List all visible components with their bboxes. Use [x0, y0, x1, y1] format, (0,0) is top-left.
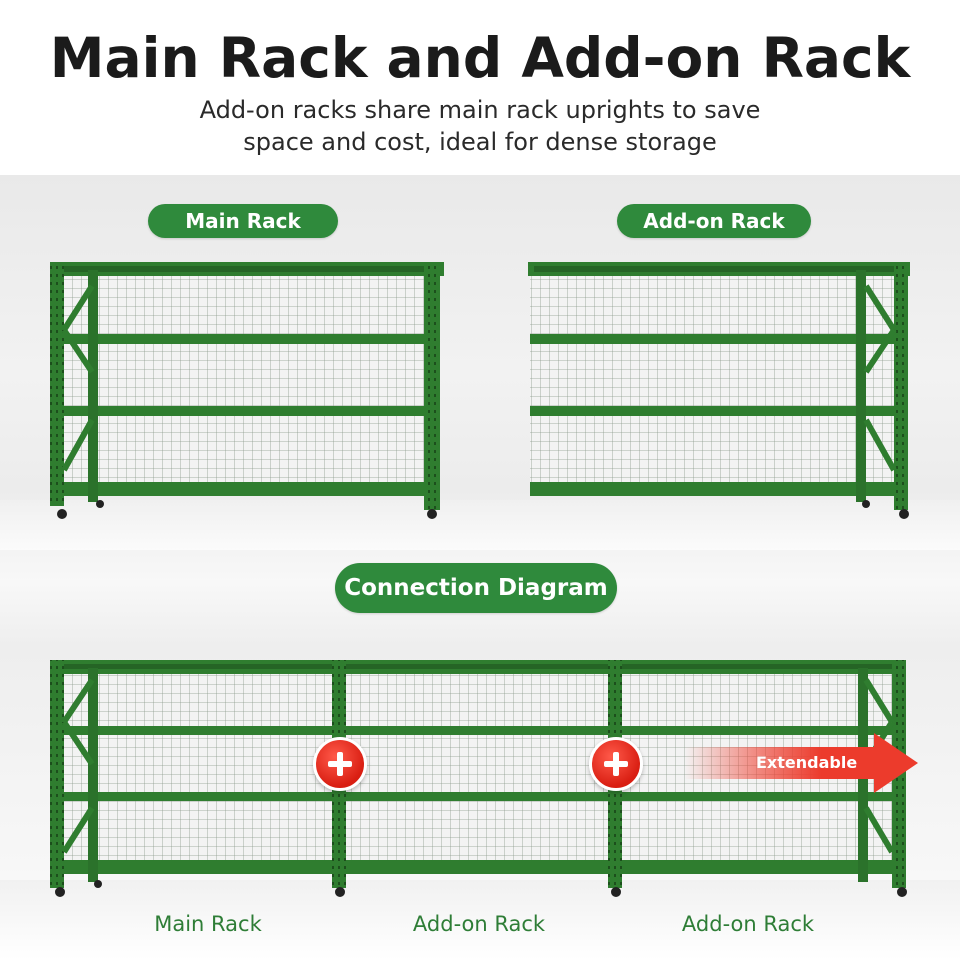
add-on-rack-image: [528, 262, 910, 519]
page-title: Main Rack and Add-on Rack: [49, 26, 911, 90]
plus-icon: [313, 737, 367, 791]
arrow-body: [684, 747, 880, 779]
extendable-arrow: Extendable: [684, 733, 918, 793]
subtitle-line-2: space and cost, ideal for dense storage: [243, 128, 717, 156]
main-rack-image: [50, 262, 444, 519]
caption-add-on-rack-2: Add-on Rack: [681, 912, 815, 936]
extendable-label: Extendable: [756, 753, 858, 772]
add-on-rack-label: Add-on Rack: [617, 204, 811, 238]
plus-icon: [589, 737, 643, 791]
header: Main Rack and Add-on Rack Add-on racks s…: [0, 0, 960, 175]
subtitle-line-1: Add-on racks share main rack uprights to…: [199, 96, 761, 124]
arrow-right-icon: [874, 733, 918, 793]
caption-add-on-rack-1: Add-on Rack: [412, 912, 546, 936]
page-subtitle: Add-on racks share main rack uprights to…: [0, 94, 960, 158]
floor-bottom: [0, 880, 960, 960]
connection-diagram-label: Connection Diagram: [335, 563, 617, 613]
floor-top: [0, 500, 960, 550]
caption-main-rack: Main Rack: [154, 912, 262, 936]
main-rack-label: Main Rack: [148, 204, 338, 238]
